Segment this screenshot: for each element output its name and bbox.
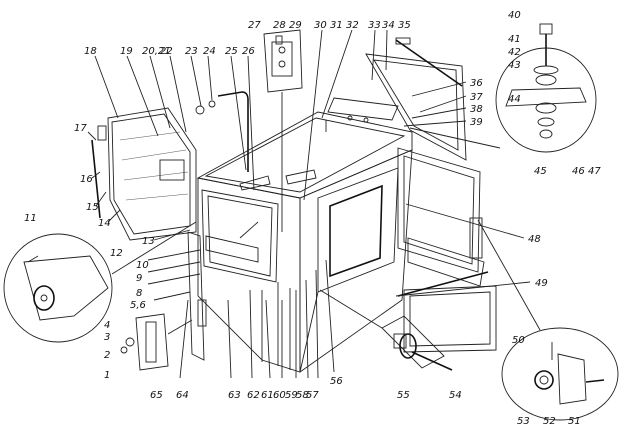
callout-9: 10 xyxy=(136,260,149,271)
callout-10: 11 xyxy=(24,213,37,224)
callout-18: 19 xyxy=(120,46,133,57)
callout-39: 40 xyxy=(508,10,521,21)
callout-55: 56 xyxy=(330,376,343,387)
callout-43: 44 xyxy=(508,94,521,105)
door-panels xyxy=(397,147,497,353)
callout-56: 57 xyxy=(306,390,319,401)
callout-46: 47 xyxy=(588,166,601,177)
callout-62: 63 xyxy=(228,390,241,401)
rear-panel xyxy=(91,107,197,241)
callout-53: 54 xyxy=(449,390,462,401)
callout-29: 30 xyxy=(314,20,327,31)
callout-60: 61 xyxy=(261,390,274,401)
callout-8: 9 xyxy=(136,273,142,284)
callout-5-6: 5,6 xyxy=(130,300,146,311)
callout-7: 8 xyxy=(136,288,142,299)
callout-33: 34 xyxy=(382,20,395,31)
callout-4: 4 xyxy=(104,320,110,331)
callout-1: 1 xyxy=(104,370,110,381)
callout-2: 2 xyxy=(104,350,110,361)
callout-58: 59 xyxy=(285,390,298,401)
hinge-detail-top xyxy=(263,29,303,232)
callout-45: 46 xyxy=(572,166,585,177)
latch-detail xyxy=(120,313,193,371)
rear-window xyxy=(365,37,467,161)
callout-57: 58 xyxy=(296,390,309,401)
callout-49: 50 xyxy=(512,335,525,346)
callout-16: 17 xyxy=(74,123,87,134)
callout-22: 23 xyxy=(185,46,198,57)
bolt-detail xyxy=(319,289,453,371)
callout-48: 49 xyxy=(535,278,548,289)
callout-14: 15 xyxy=(86,202,99,213)
callout-36: 37 xyxy=(470,92,483,103)
callout-35: 36 xyxy=(470,78,483,89)
callout-64: 65 xyxy=(150,390,163,401)
callout-52: 53 xyxy=(517,416,530,427)
callout-13: 14 xyxy=(98,218,111,229)
callout-24: 25 xyxy=(225,46,238,57)
fastener-detail xyxy=(409,23,597,153)
callout-51: 52 xyxy=(543,416,556,427)
handle-detail xyxy=(195,91,249,172)
callout-50: 51 xyxy=(568,416,581,427)
callout-28: 29 xyxy=(289,20,302,31)
callout-54: 55 xyxy=(397,390,410,401)
callout-47: 48 xyxy=(528,234,541,245)
callout-61: 62 xyxy=(247,390,260,401)
callout-20-21: 22 xyxy=(160,46,173,57)
hinge-detail-bottom xyxy=(477,219,619,421)
callout-25: 26 xyxy=(242,46,255,57)
callout-63: 64 xyxy=(176,390,189,401)
callout-15: 16 xyxy=(80,174,93,185)
callout-3: 3 xyxy=(104,332,110,343)
callout-19: 20,21 xyxy=(142,46,171,57)
callout-27: 28 xyxy=(273,20,286,31)
callout-12: 13 xyxy=(142,236,155,247)
callout-32: 33 xyxy=(368,20,381,31)
callout-26: 27 xyxy=(248,20,261,31)
leader-lines xyxy=(87,29,531,379)
callout-30: 31 xyxy=(330,20,343,31)
callout-labels: 18 19 20,21 22 23 24 25 26 27 28 29 30 3… xyxy=(24,10,601,427)
callout-31: 32 xyxy=(346,20,359,31)
callout-44: 45 xyxy=(534,166,547,177)
callout-42: 43 xyxy=(508,60,521,71)
cab-body xyxy=(187,97,413,373)
callout-59: 60 xyxy=(273,390,286,401)
callout-34: 35 xyxy=(398,20,411,31)
lock-detail xyxy=(3,221,197,343)
callout-23: 24 xyxy=(203,46,216,57)
callout-41: 42 xyxy=(508,47,521,58)
callout-37: 38 xyxy=(470,104,483,115)
callout-40: 41 xyxy=(508,34,521,45)
callout-38: 39 xyxy=(470,117,483,128)
callout-11: 12 xyxy=(110,248,123,259)
callout-17: 18 xyxy=(84,46,97,57)
